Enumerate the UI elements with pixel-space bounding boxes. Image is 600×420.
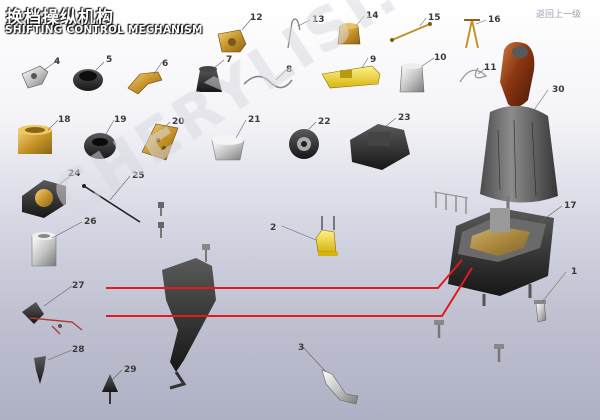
part-14-bushing[interactable] <box>337 23 361 45</box>
callout-24: 24 <box>68 169 81 179</box>
callout-10: 10 <box>434 53 447 63</box>
callout-11: 11 <box>484 63 497 73</box>
part-13-spring-clip[interactable] <box>287 18 301 49</box>
part-12-bracket[interactable] <box>217 29 247 53</box>
part-20-shift-gate[interactable] <box>141 123 179 161</box>
part-9-bracket[interactable] <box>321 65 381 89</box>
callout-19: 19 <box>114 115 127 125</box>
part-15-rod[interactable] <box>390 22 432 42</box>
callout-9: 9 <box>370 55 376 65</box>
callout-12: 12 <box>250 13 263 23</box>
spring-clips-top[interactable] <box>433 191 469 214</box>
bolt-left-a[interactable] <box>158 202 164 216</box>
callout-26: 26 <box>84 217 97 227</box>
callout-23: 23 <box>398 113 411 123</box>
part-26-bushing[interactable] <box>31 232 57 267</box>
callout-3: 3 <box>298 343 304 353</box>
part-28-bolt[interactable] <box>34 356 46 384</box>
part-7-boot[interactable] <box>196 66 222 92</box>
callout-25: 25 <box>132 171 145 181</box>
part-2-bracket[interactable] <box>315 216 338 256</box>
part-22-bearing[interactable] <box>289 129 319 159</box>
callout-13: 13 <box>312 15 325 25</box>
callout-6: 6 <box>162 59 168 69</box>
callout-18: 18 <box>58 115 71 125</box>
part-25-cable[interactable] <box>82 184 141 223</box>
callout-16: 16 <box>488 15 501 25</box>
cable-leaders <box>106 259 473 317</box>
part-29-nut[interactable] <box>102 374 118 404</box>
callout-22: 22 <box>318 117 331 127</box>
page-title-en: SHIFTING CONTROL MECHANISM <box>5 24 203 36</box>
part-19-bushing[interactable] <box>84 133 116 159</box>
callout-29: 29 <box>124 365 137 375</box>
callout-5: 5 <box>106 55 112 65</box>
part-1-bolt[interactable] <box>534 300 547 323</box>
callout-28: 28 <box>72 345 85 355</box>
callout-labels: 1 2 3 4 5 6 7 8 9 10 11 12 13 14 15 16 1… <box>54 11 577 375</box>
callout-21: 21 <box>248 115 261 125</box>
bolt-bottom-a[interactable] <box>434 320 444 338</box>
part-16-pin[interactable] <box>464 19 480 49</box>
bolt-left-b[interactable] <box>158 222 164 238</box>
callout-4: 4 <box>54 57 60 67</box>
bolt-bottom-b[interactable] <box>494 344 504 362</box>
part-24-mount-plate[interactable] <box>22 180 66 218</box>
part-6-bracket[interactable] <box>127 71 163 95</box>
part-18-bushing[interactable] <box>18 125 52 154</box>
callout-20: 20 <box>172 117 185 127</box>
part-4-linkage[interactable] <box>21 65 49 89</box>
page-title-cn: 换档操纵机构 <box>6 8 114 28</box>
part-17-shifter-base[interactable] <box>448 208 554 306</box>
callout-2: 2 <box>270 223 276 233</box>
callout-15: 15 <box>428 13 441 23</box>
back-link[interactable]: 返回上一级 <box>536 10 582 20</box>
callout-1: 1 <box>571 267 577 277</box>
part-23-housing[interactable] <box>350 124 410 170</box>
callout-leaders <box>43 15 567 381</box>
callout-17: 17 <box>564 201 577 211</box>
part-3-bracket[interactable] <box>321 369 359 405</box>
part-27-linkage[interactable] <box>22 302 83 335</box>
callout-27: 27 <box>72 281 85 291</box>
part-10-bushing[interactable] <box>399 63 425 93</box>
part-11-spring-clip[interactable] <box>459 67 488 83</box>
callout-14: 14 <box>366 11 379 21</box>
callout-7: 7 <box>226 55 232 65</box>
callout-30: 30 <box>552 85 565 95</box>
part-8-cable-clip[interactable] <box>243 75 293 89</box>
callout-8: 8 <box>286 65 292 75</box>
part-5-bushing[interactable] <box>73 69 103 91</box>
